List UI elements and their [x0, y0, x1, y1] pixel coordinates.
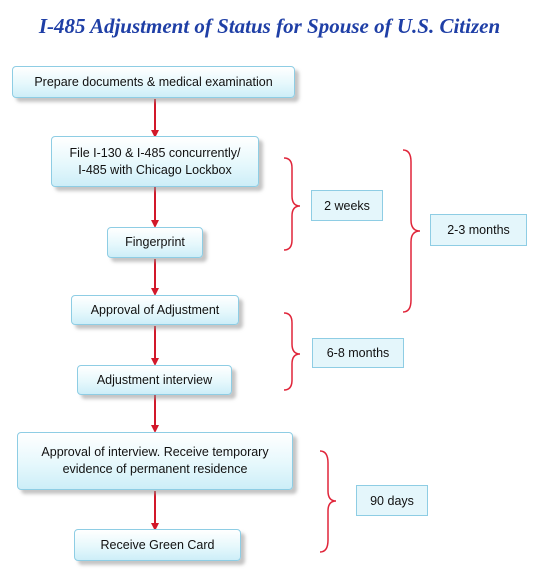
duration-90-days: 90 days	[356, 485, 428, 516]
duration-2-3-months: 2-3 months	[430, 214, 527, 246]
step-fingerprint: Fingerprint	[107, 227, 203, 258]
step-adjustment-interview: Adjustment interview	[77, 365, 232, 395]
brace-2-3-months	[402, 149, 421, 313]
brace-90-days	[319, 450, 337, 553]
brace-2-weeks	[283, 157, 301, 251]
step-approval-of-interview: Approval of interview. Receive temporary…	[17, 432, 293, 490]
diagram-title: I-485 Adjustment of Status for Spouse of…	[38, 14, 501, 38]
step-file-i130-i485: File I-130 & I-485 concurrently/ I-485 w…	[51, 136, 259, 187]
duration-6-8-months: 6-8 months	[312, 338, 404, 368]
step-receive-green-card: Receive Green Card	[74, 529, 241, 561]
step-prepare-documents: Prepare documents & medical examination	[12, 66, 295, 98]
step-approval-of-adjustment: Approval of Adjustment	[71, 295, 239, 325]
duration-2-weeks: 2 weeks	[311, 190, 383, 221]
brace-6-8-months	[283, 312, 301, 391]
